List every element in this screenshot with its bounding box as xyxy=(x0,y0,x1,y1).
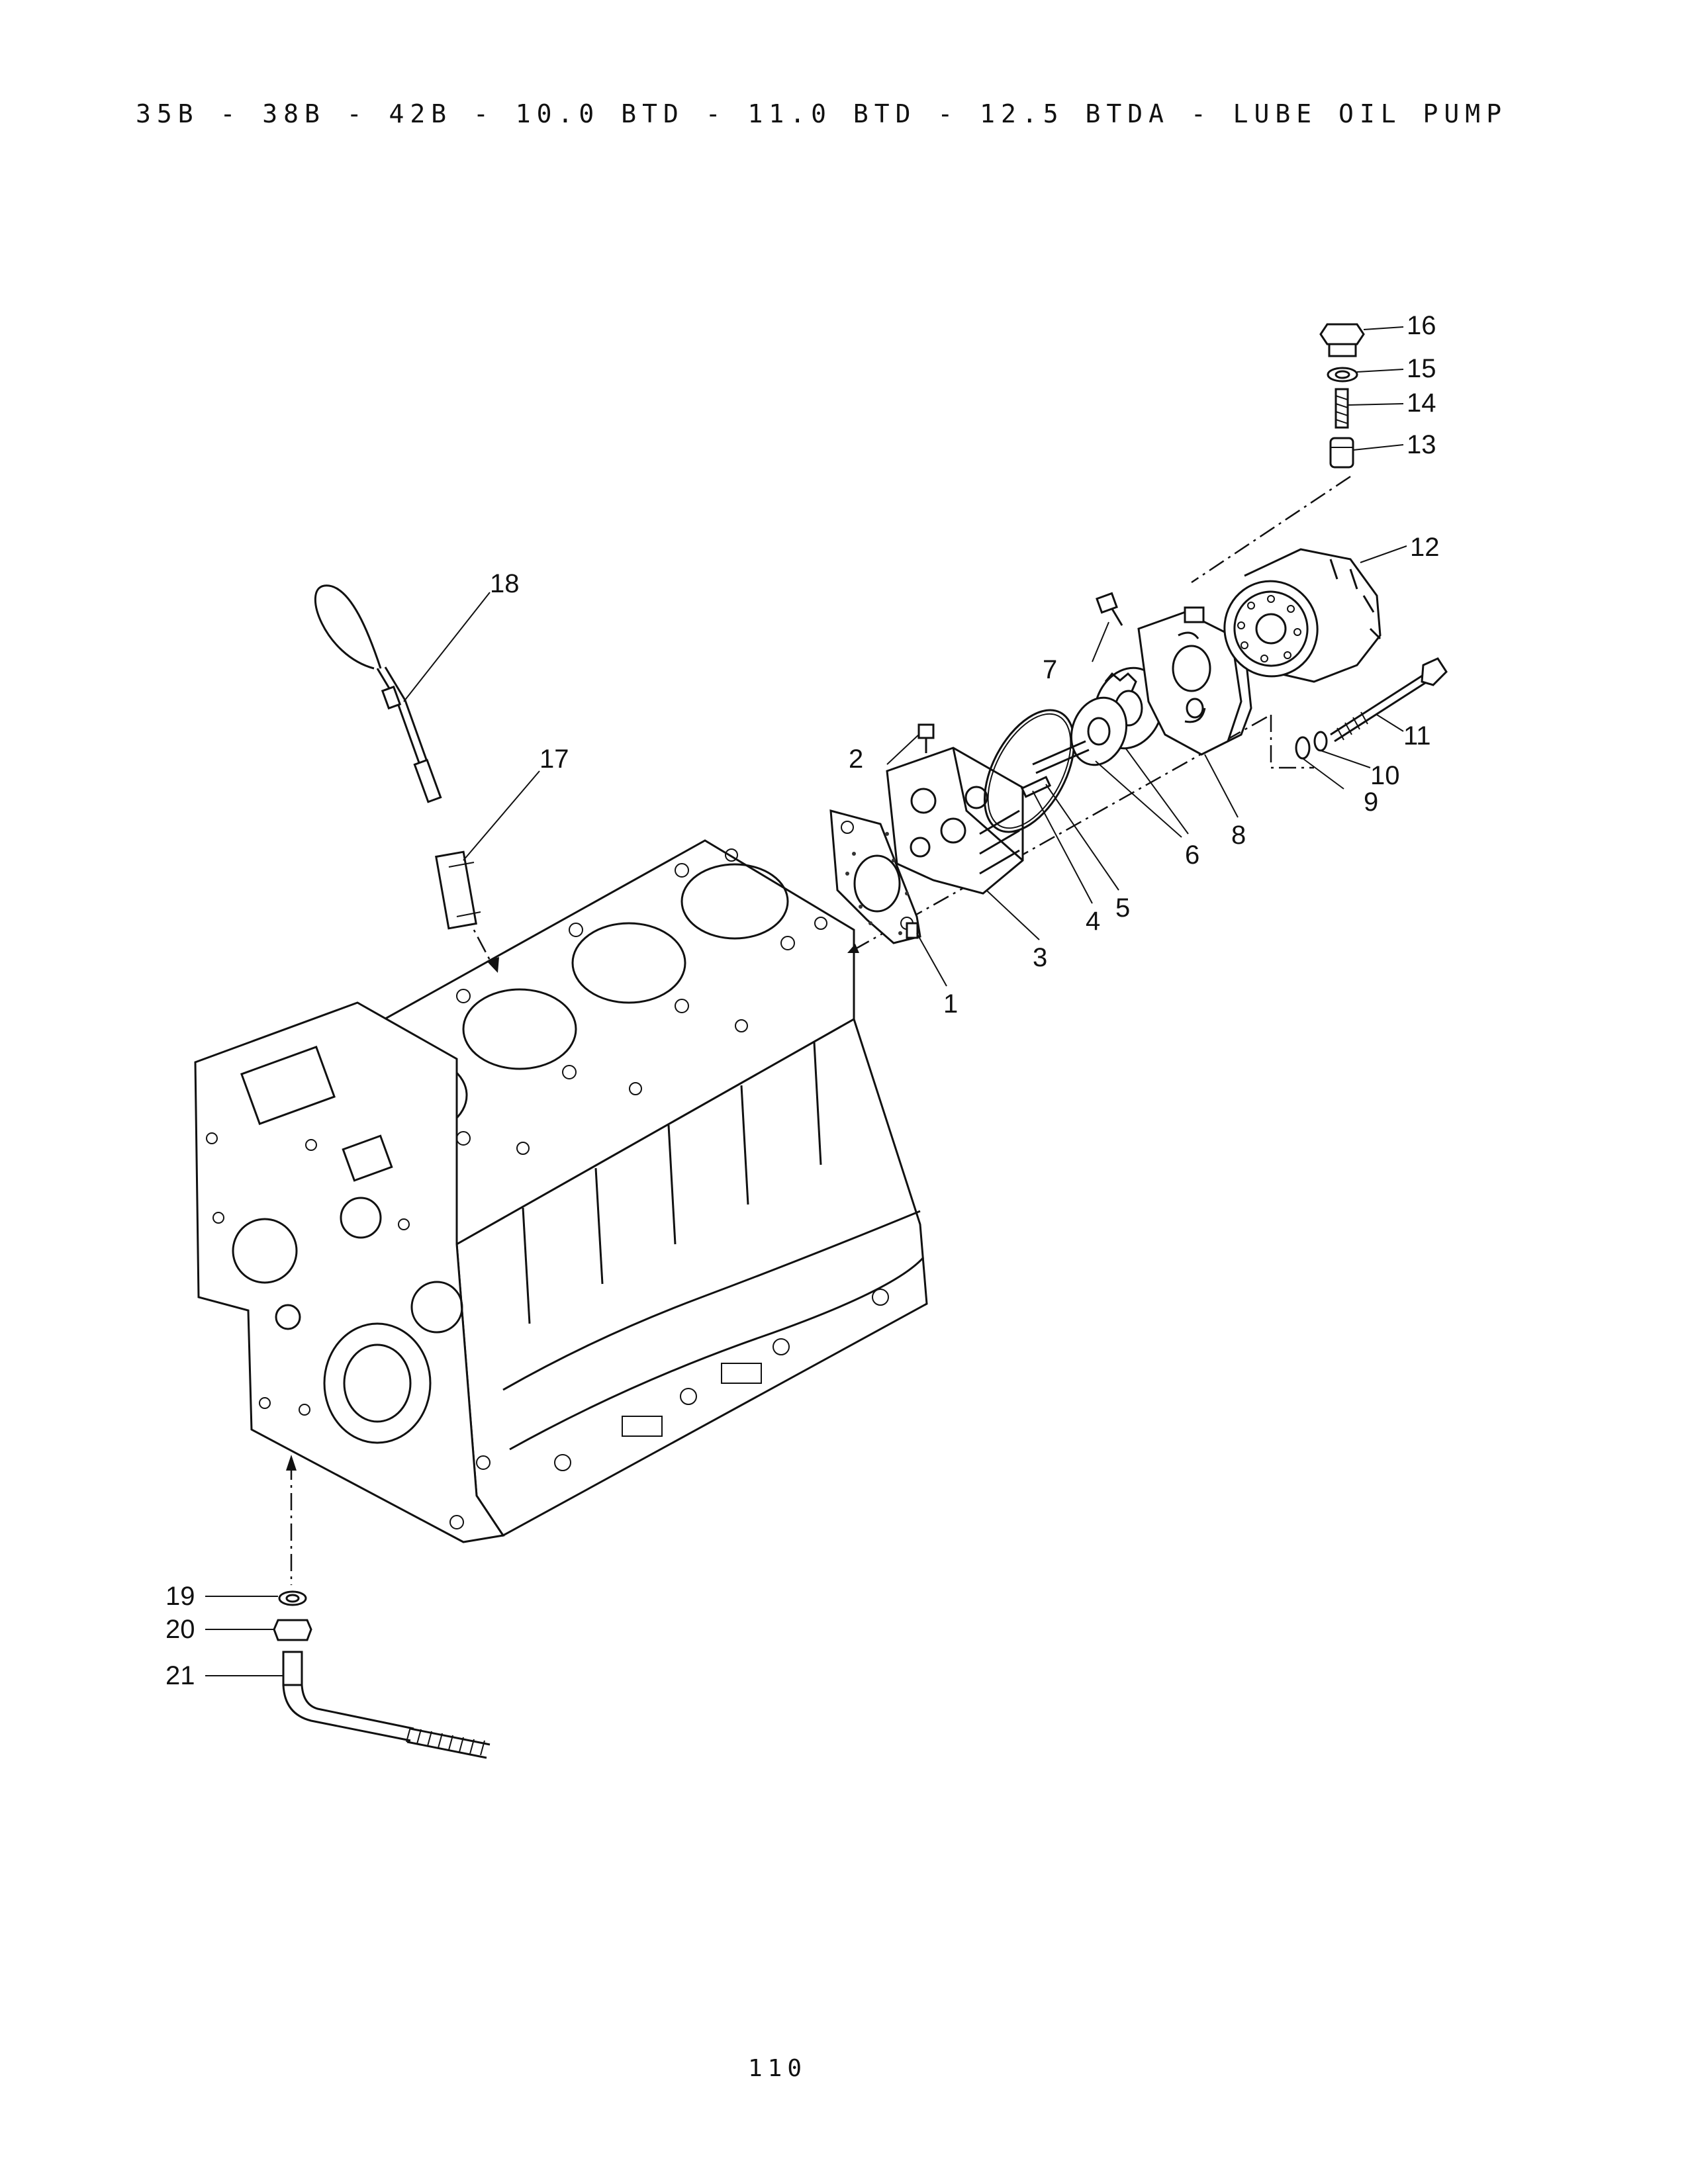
callout-15: 15 xyxy=(1407,354,1436,383)
callout-18: 18 xyxy=(490,569,520,598)
page-title: 35B - 38B - 42B - 10.0 BTD - 11.0 BTD - … xyxy=(136,99,1508,128)
relief-valve-parts xyxy=(1319,323,1365,469)
callout-4: 4 xyxy=(1086,907,1100,936)
callout-6: 6 xyxy=(1185,841,1199,870)
callout-11: 11 xyxy=(1403,721,1431,751)
callout-13: 13 xyxy=(1407,430,1436,459)
callout-20: 20 xyxy=(165,1615,195,1644)
dipstick-tube-part-17 xyxy=(435,850,481,930)
dowel-pin-part-1 xyxy=(906,922,919,939)
callout-3: 3 xyxy=(1033,943,1047,972)
callout-5: 5 xyxy=(1115,893,1130,923)
oil-pump-gasket xyxy=(829,809,921,944)
callout-17: 17 xyxy=(539,745,569,774)
callout-1: 1 xyxy=(943,989,958,1019)
screw-part-7 xyxy=(1096,592,1123,626)
dipstick-part-18 xyxy=(314,584,442,803)
callout-12: 12 xyxy=(1410,533,1440,562)
engine-block-illustration xyxy=(194,839,928,1543)
drain-parts xyxy=(273,1590,491,1759)
page-number: 110 xyxy=(748,2055,808,2082)
callout-7: 7 xyxy=(1043,655,1057,684)
oil-pump-body xyxy=(886,747,1024,895)
o-ring-part-4 xyxy=(983,709,1076,833)
callout-2: 2 xyxy=(849,745,863,774)
callout-8: 8 xyxy=(1231,821,1246,850)
callout-9: 9 xyxy=(1364,788,1378,817)
pump-cover-part-8 xyxy=(1137,606,1252,756)
screw-part-2 xyxy=(917,723,935,753)
callout-19: 19 xyxy=(165,1582,195,1611)
key-part-5 xyxy=(1020,776,1052,798)
callout-numbers: 1 2 3 4 5 6 7 8 9 10 11 12 13 14 15 16 1… xyxy=(165,311,1440,1690)
callout-16: 16 xyxy=(1407,311,1436,340)
oil-filter-part-12 xyxy=(1223,548,1382,683)
callout-leaders xyxy=(205,326,1407,1676)
callout-21: 21 xyxy=(165,1661,195,1690)
callout-10: 10 xyxy=(1370,761,1400,790)
bolt-washer-parts xyxy=(1295,657,1448,760)
callout-14: 14 xyxy=(1407,388,1436,418)
